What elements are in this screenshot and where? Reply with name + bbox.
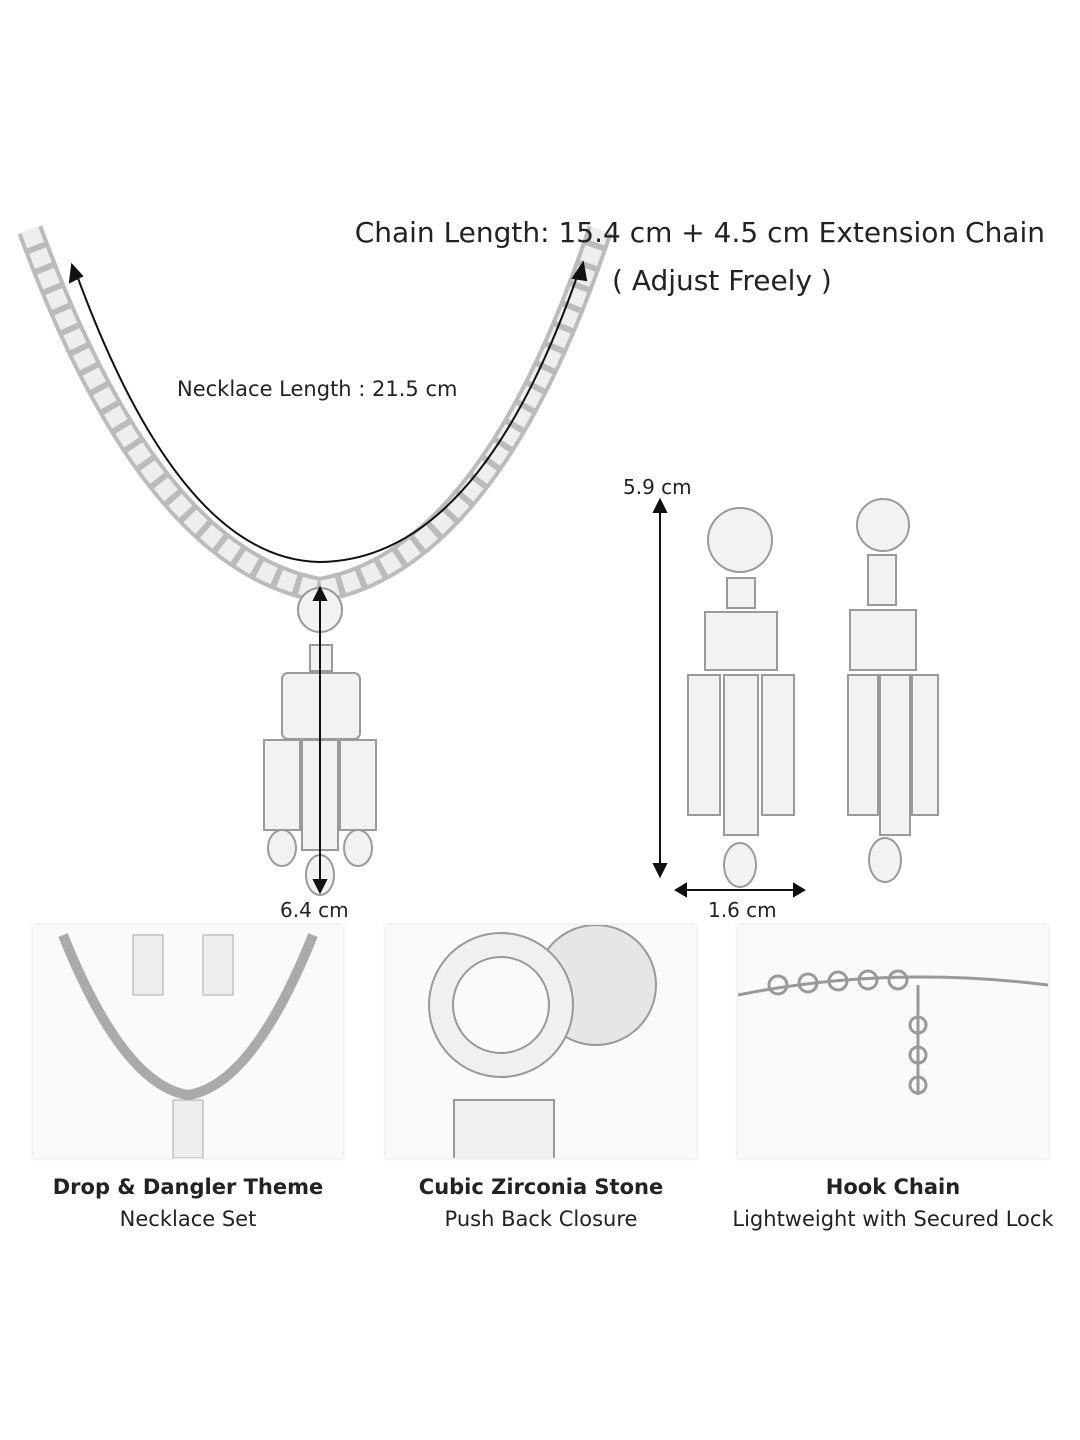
feature-title: Drop & Dangler Theme xyxy=(52,1175,324,1199)
product-illustration xyxy=(17,225,939,898)
feature-title: Cubic Zirconia Stone xyxy=(418,1175,664,1199)
thumbnail-set xyxy=(33,925,343,1158)
feature-subtitle: Push Back Closure xyxy=(444,1207,638,1231)
feature-subtitle: Lightweight with Secured Lock xyxy=(732,1207,1054,1231)
earring-width-label: 1.6 cm xyxy=(708,898,777,922)
feature-caption: Cubic Zirconia Stone Push Back Closure xyxy=(361,1175,721,1231)
chain-length-label: Chain Length: 15.4 cm + 4.5 cm Extension… xyxy=(354,216,1045,249)
measurement-arrows xyxy=(68,260,806,898)
thumbnail-stone xyxy=(386,925,696,1158)
feature-caption: Drop & Dangler Theme Necklace Set xyxy=(8,1175,368,1231)
pendant-length-label: 6.4 cm xyxy=(280,898,349,922)
adjust-freely-label: ( Adjust Freely ) xyxy=(612,264,832,297)
earring-height-label: 5.9 cm xyxy=(623,475,692,499)
feature-title: Hook Chain xyxy=(825,1175,961,1199)
feature-caption: Hook Chain Lightweight with Secured Lock xyxy=(713,1175,1073,1231)
necklace-length-label: Necklace Length : 21.5 cm xyxy=(177,377,458,401)
thumbnail-hook xyxy=(738,925,1048,1158)
earrings-image xyxy=(687,498,939,888)
feature-subtitle: Necklace Set xyxy=(119,1207,257,1231)
